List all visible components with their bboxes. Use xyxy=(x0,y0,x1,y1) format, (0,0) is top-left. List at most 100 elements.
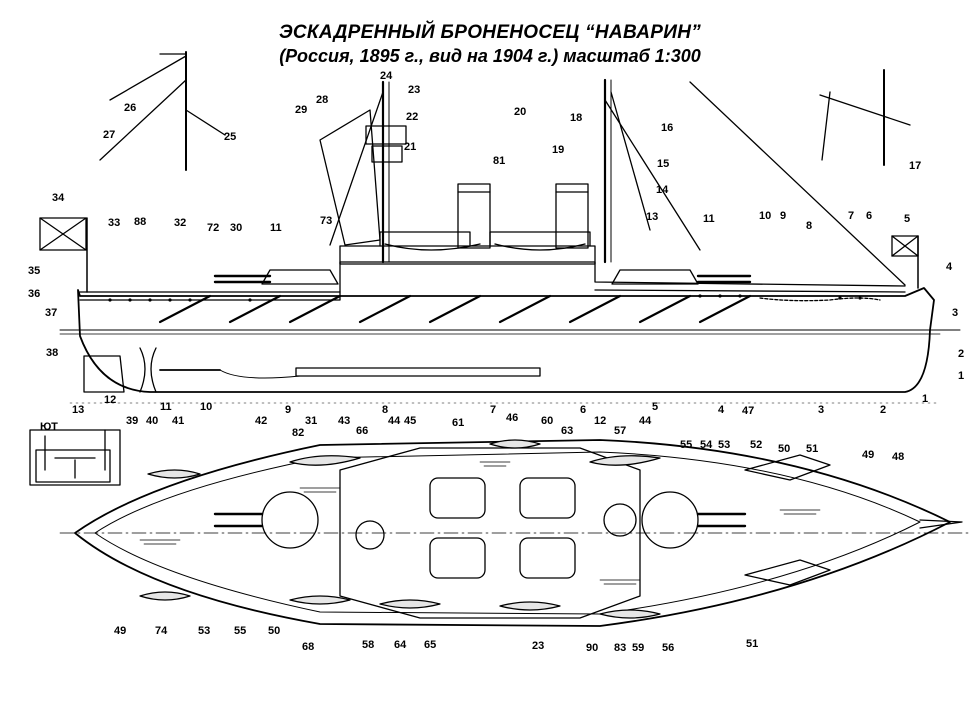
side-callout-73: 73 xyxy=(320,215,332,227)
side-callout-4: 4 xyxy=(946,261,953,273)
side-callout-22: 22 xyxy=(406,111,418,123)
plan-callout-83: 83 xyxy=(614,642,626,654)
side-callout-lower-42: 42 xyxy=(255,415,267,427)
plan-callout-54: 54 xyxy=(700,439,713,451)
plan-callout-23: 23 xyxy=(532,640,544,652)
plan-turret-aft xyxy=(641,491,699,549)
side-callout-35: 35 xyxy=(28,265,40,277)
side-callout-25: 25 xyxy=(224,131,236,143)
side-callout-lower-41: 41 xyxy=(172,415,184,427)
bow-jack xyxy=(891,235,919,289)
side-callout-32: 32 xyxy=(174,217,186,229)
plan-turret-fore xyxy=(261,491,319,549)
plan-callout-63: 63 xyxy=(561,425,573,437)
plan-callout-50: 50 xyxy=(268,625,280,637)
stern-flag xyxy=(39,217,88,293)
side-callout-lower-46: 46 xyxy=(506,412,518,424)
side-callout-9: 9 xyxy=(780,210,786,222)
side-callout-16: 16 xyxy=(661,122,673,134)
side-callout-2: 2 xyxy=(958,348,964,360)
side-callout-lower-13: 13 xyxy=(72,404,84,416)
plan-funnel-fore xyxy=(429,477,486,519)
plan-callout-64: 64 xyxy=(394,639,407,651)
side-callout-lower-12: 12 xyxy=(104,394,116,406)
side-callout-lower-11: 11 xyxy=(160,401,172,413)
side-callout-17: 17 xyxy=(909,160,921,172)
side-callout-34: 34 xyxy=(52,192,65,204)
plan-callout-59: 59 xyxy=(632,642,644,654)
plan-superstructure xyxy=(339,447,641,619)
plan-callout-50: 50 xyxy=(778,443,790,455)
side-callout-lower-12: 12 xyxy=(594,415,606,427)
side-callout-3: 3 xyxy=(952,307,958,319)
title-line-2: (Россия, 1895 г., вид на 1904 г.) масшта… xyxy=(279,46,701,66)
side-callout-lower-2: 2 xyxy=(880,404,886,416)
side-callout-20: 20 xyxy=(514,106,526,118)
side-callout-13: 13 xyxy=(646,211,658,223)
side-callout-10: 10 xyxy=(759,210,771,222)
side-callout-18: 18 xyxy=(570,112,582,124)
plan-callout-53: 53 xyxy=(198,625,210,637)
title-line-1: ЭСКАДРЕННЫЙ БРОНЕНОСЕЦ “НАВАРИН” xyxy=(278,22,702,43)
plan-callout-53: 53 xyxy=(718,439,730,451)
side-callout-lower-9: 9 xyxy=(285,404,291,416)
plan-callout-48: 48 xyxy=(892,451,904,463)
side-funnel-aft xyxy=(555,183,589,249)
plan-callout-61: 61 xyxy=(452,417,464,429)
side-callout-lower-6: 6 xyxy=(580,404,586,416)
side-turret-aft xyxy=(611,269,699,285)
side-callout-38: 38 xyxy=(46,347,58,359)
side-callout-lower-45: 45 xyxy=(404,415,416,427)
plan-callout-56: 56 xyxy=(662,642,674,654)
side-callout-lower-39: 39 xyxy=(126,415,138,427)
plan-view xyxy=(59,439,971,627)
side-callout-lower-60: 60 xyxy=(541,415,553,427)
stern-inset xyxy=(29,429,121,486)
plan-callout-82: 82 xyxy=(292,427,304,439)
plan-callout-68: 68 xyxy=(302,641,314,653)
side-callout-lower-3: 3 xyxy=(818,404,824,416)
side-callout-7: 7 xyxy=(848,210,854,222)
side-callout-88: 88 xyxy=(134,216,146,228)
side-view xyxy=(39,51,961,404)
side-callout-15: 15 xyxy=(657,158,669,170)
side-turret-fore xyxy=(261,269,339,285)
side-callout-lower-44: 44 xyxy=(639,415,652,427)
side-callout-21: 21 xyxy=(404,141,416,153)
side-callout-72: 72 xyxy=(207,222,219,234)
side-callout-lower-1: 1 xyxy=(922,393,928,405)
side-callout-23: 23 xyxy=(408,84,420,96)
side-callout-11: 11 xyxy=(703,213,715,225)
rudder xyxy=(83,355,125,393)
plan-callout-49: 49 xyxy=(862,449,874,461)
plan-callout-90: 90 xyxy=(586,642,598,654)
plan-callout-55: 55 xyxy=(234,625,246,637)
side-callout-lower-10: 10 xyxy=(200,401,212,413)
side-callout-lower-31: 31 xyxy=(305,415,317,427)
side-callout-8: 8 xyxy=(806,220,812,232)
plan-callout-66: 66 xyxy=(356,425,368,437)
plan-callout-51: 51 xyxy=(746,638,758,650)
side-callout-28: 28 xyxy=(316,94,328,106)
side-callout-5: 5 xyxy=(904,213,910,225)
side-callout-27: 27 xyxy=(103,129,115,141)
side-callout-lower-5: 5 xyxy=(652,401,658,413)
side-callout-19: 19 xyxy=(552,144,564,156)
side-callout-lower-4: 4 xyxy=(718,404,725,416)
side-callout-33: 33 xyxy=(108,217,120,229)
side-callout-lower-7: 7 xyxy=(490,404,496,416)
side-callout-26: 26 xyxy=(124,102,136,114)
side-callout-14: 14 xyxy=(656,184,669,196)
side-callout-11: 11 xyxy=(270,222,282,234)
side-callout-lower-47: 47 xyxy=(742,405,754,417)
plan-callout-65: 65 xyxy=(424,639,436,651)
side-callout-30: 30 xyxy=(230,222,242,234)
plan-callout-74: 74 xyxy=(155,625,168,637)
side-callout-lower-8: 8 xyxy=(382,404,388,416)
side-callout-37: 37 xyxy=(45,307,57,319)
side-callout-lower-40: 40 xyxy=(146,415,158,427)
side-callout-1: 1 xyxy=(958,370,964,382)
plan-callout-58: 58 xyxy=(362,639,374,651)
